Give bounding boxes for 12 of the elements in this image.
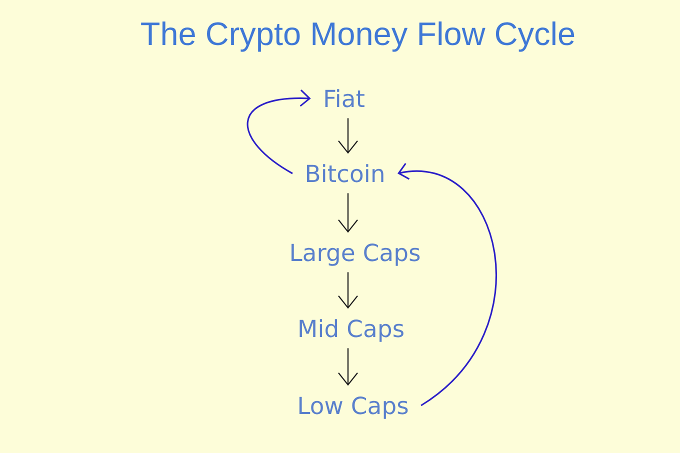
arrow: [338, 272, 358, 309]
stage-label: Fiat: [325, 89, 364, 108]
stage-label: Low Caps: [299, 396, 408, 419]
stage-label: Mid Caps: [300, 319, 404, 342]
arrow: [338, 193, 358, 233]
curved-arrow: [246, 90, 311, 174]
stage-label: Bitcoin: [307, 164, 384, 182]
title: The Crypto Money Flow Cycle: [141, 21, 574, 52]
arrow: [338, 348, 358, 386]
arrow: [338, 118, 358, 154]
curved-arrow: [398, 162, 497, 406]
stage-label: Large Caps: [292, 244, 420, 266]
